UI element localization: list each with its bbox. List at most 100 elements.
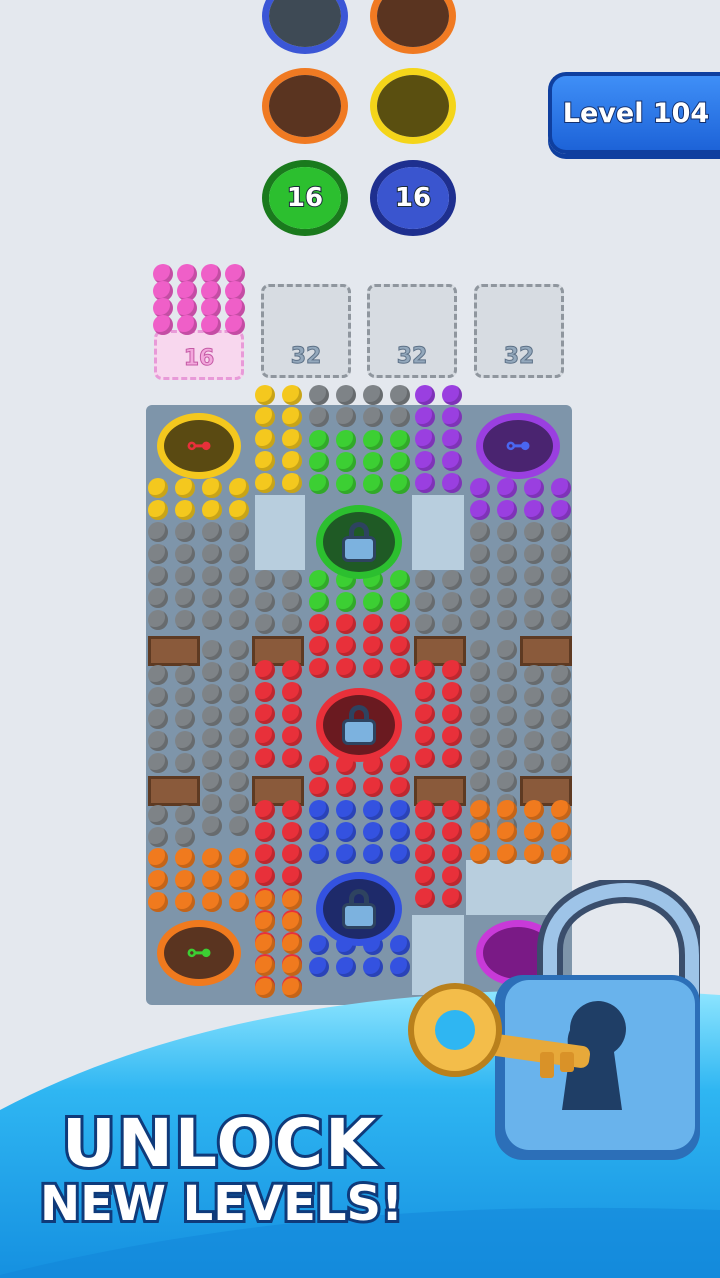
crowd-figure (282, 978, 302, 998)
slot-2[interactable]: 32 (261, 284, 351, 378)
slot-3[interactable]: 32 (367, 284, 457, 378)
slot-1[interactable]: 16 (154, 330, 244, 380)
crowd-figure (309, 636, 329, 656)
crowd-figure (390, 800, 410, 820)
hole-orange-top[interactable] (370, 0, 456, 54)
crowd-figure (551, 753, 571, 773)
padlock-key-icon (408, 880, 700, 1160)
crowd-figure (229, 640, 249, 660)
crowd-figure (229, 500, 249, 520)
crowd-figure (415, 429, 435, 449)
crowd-figure (255, 682, 275, 702)
crowd-figure (497, 566, 517, 586)
crowd-figure (415, 592, 435, 612)
crowd-figure (390, 614, 410, 634)
crowd-figure (470, 750, 490, 770)
slot-4[interactable]: 32 (474, 284, 564, 378)
crowd-figure (282, 570, 302, 590)
crowd-figure (497, 610, 517, 630)
crowd-figure (390, 777, 410, 797)
crowd-figure (175, 870, 195, 890)
crowd-figure (202, 870, 222, 890)
crowd-figure (363, 658, 383, 678)
crowd-figure (202, 848, 222, 868)
crowd-figure (202, 500, 222, 520)
hole-blue-top[interactable] (262, 0, 348, 54)
crowd-figure (177, 264, 197, 284)
crowd-figure (363, 636, 383, 656)
hole-count: 16 (394, 182, 432, 214)
crowd-figure (551, 665, 571, 685)
crowd-figure (202, 772, 222, 792)
crowd-figure (282, 822, 302, 842)
crowd-figure (148, 522, 168, 542)
crowd-figure (282, 866, 302, 886)
crowd-figure (390, 822, 410, 842)
crowd-figure (229, 684, 249, 704)
key-hole-yellow[interactable]: ⊶ (157, 413, 241, 479)
crowd-figure (497, 750, 517, 770)
crowd-figure (202, 640, 222, 660)
hole-green-16[interactable]: 16 (262, 160, 348, 236)
crowd-figure (470, 478, 490, 498)
crowd-figure (309, 452, 329, 472)
crowd-figure (202, 610, 222, 630)
crowd-figure (336, 658, 356, 678)
crowd-figure (148, 870, 168, 890)
crowd-figure (363, 452, 383, 472)
crowd-figure (524, 731, 544, 751)
crowd-figure (390, 636, 410, 656)
crowd-figure (524, 566, 544, 586)
crowd-figure (470, 706, 490, 726)
crowd-figure (415, 800, 435, 820)
crowd-figure (175, 500, 195, 520)
crowd-figure (148, 731, 168, 751)
crowd-figure (415, 682, 435, 702)
locked-hole-green[interactable] (316, 505, 402, 579)
crowd-figure (201, 281, 221, 301)
crowd-figure (470, 844, 490, 864)
crowd-figure (282, 614, 302, 634)
locked-hole-red[interactable] (316, 688, 402, 762)
slot-count: 16 (183, 346, 215, 372)
crowd-figure (390, 844, 410, 864)
crowd-figure (282, 844, 302, 864)
crowd-figure (551, 800, 571, 820)
crowd-figure (415, 704, 435, 724)
crowd-figure (255, 704, 275, 724)
crowd-figure (255, 890, 275, 910)
crowd-figure (497, 728, 517, 748)
crowd-figure (229, 848, 249, 868)
level-badge: Level 104 (548, 72, 720, 154)
crowd-figure (442, 704, 462, 724)
crowd-figure (336, 385, 356, 405)
crowd-figure (229, 870, 249, 890)
hole-orange[interactable] (262, 68, 348, 144)
locked-hole-blue[interactable] (316, 872, 402, 946)
crowd-figure (175, 522, 195, 542)
crowd-figure (363, 592, 383, 612)
key-hole-orange[interactable]: ⊶ (157, 920, 241, 986)
crowd-figure (442, 570, 462, 590)
crowd-figure (175, 805, 195, 825)
crowd-figure (415, 888, 435, 908)
crowd-figure (390, 755, 410, 775)
crowd-figure (551, 610, 571, 630)
crate-block (148, 776, 200, 806)
crowd-figure (229, 522, 249, 542)
crowd-figure (309, 407, 329, 427)
hole-blue-16[interactable]: 16 (370, 160, 456, 236)
crowd-figure (177, 281, 197, 301)
crowd-figure (415, 844, 435, 864)
crowd-figure (282, 912, 302, 932)
crowd-figure (415, 407, 435, 427)
crowd-figure (470, 500, 490, 520)
crowd-figure (309, 844, 329, 864)
crowd-figure (309, 570, 329, 590)
hole-yellow[interactable] (370, 68, 456, 144)
key-hole-purple[interactable]: ⊶ (476, 413, 560, 479)
crowd-figure (175, 665, 195, 685)
crowd-figure (390, 935, 410, 955)
crowd-figure (148, 805, 168, 825)
crowd-figure (148, 709, 168, 729)
